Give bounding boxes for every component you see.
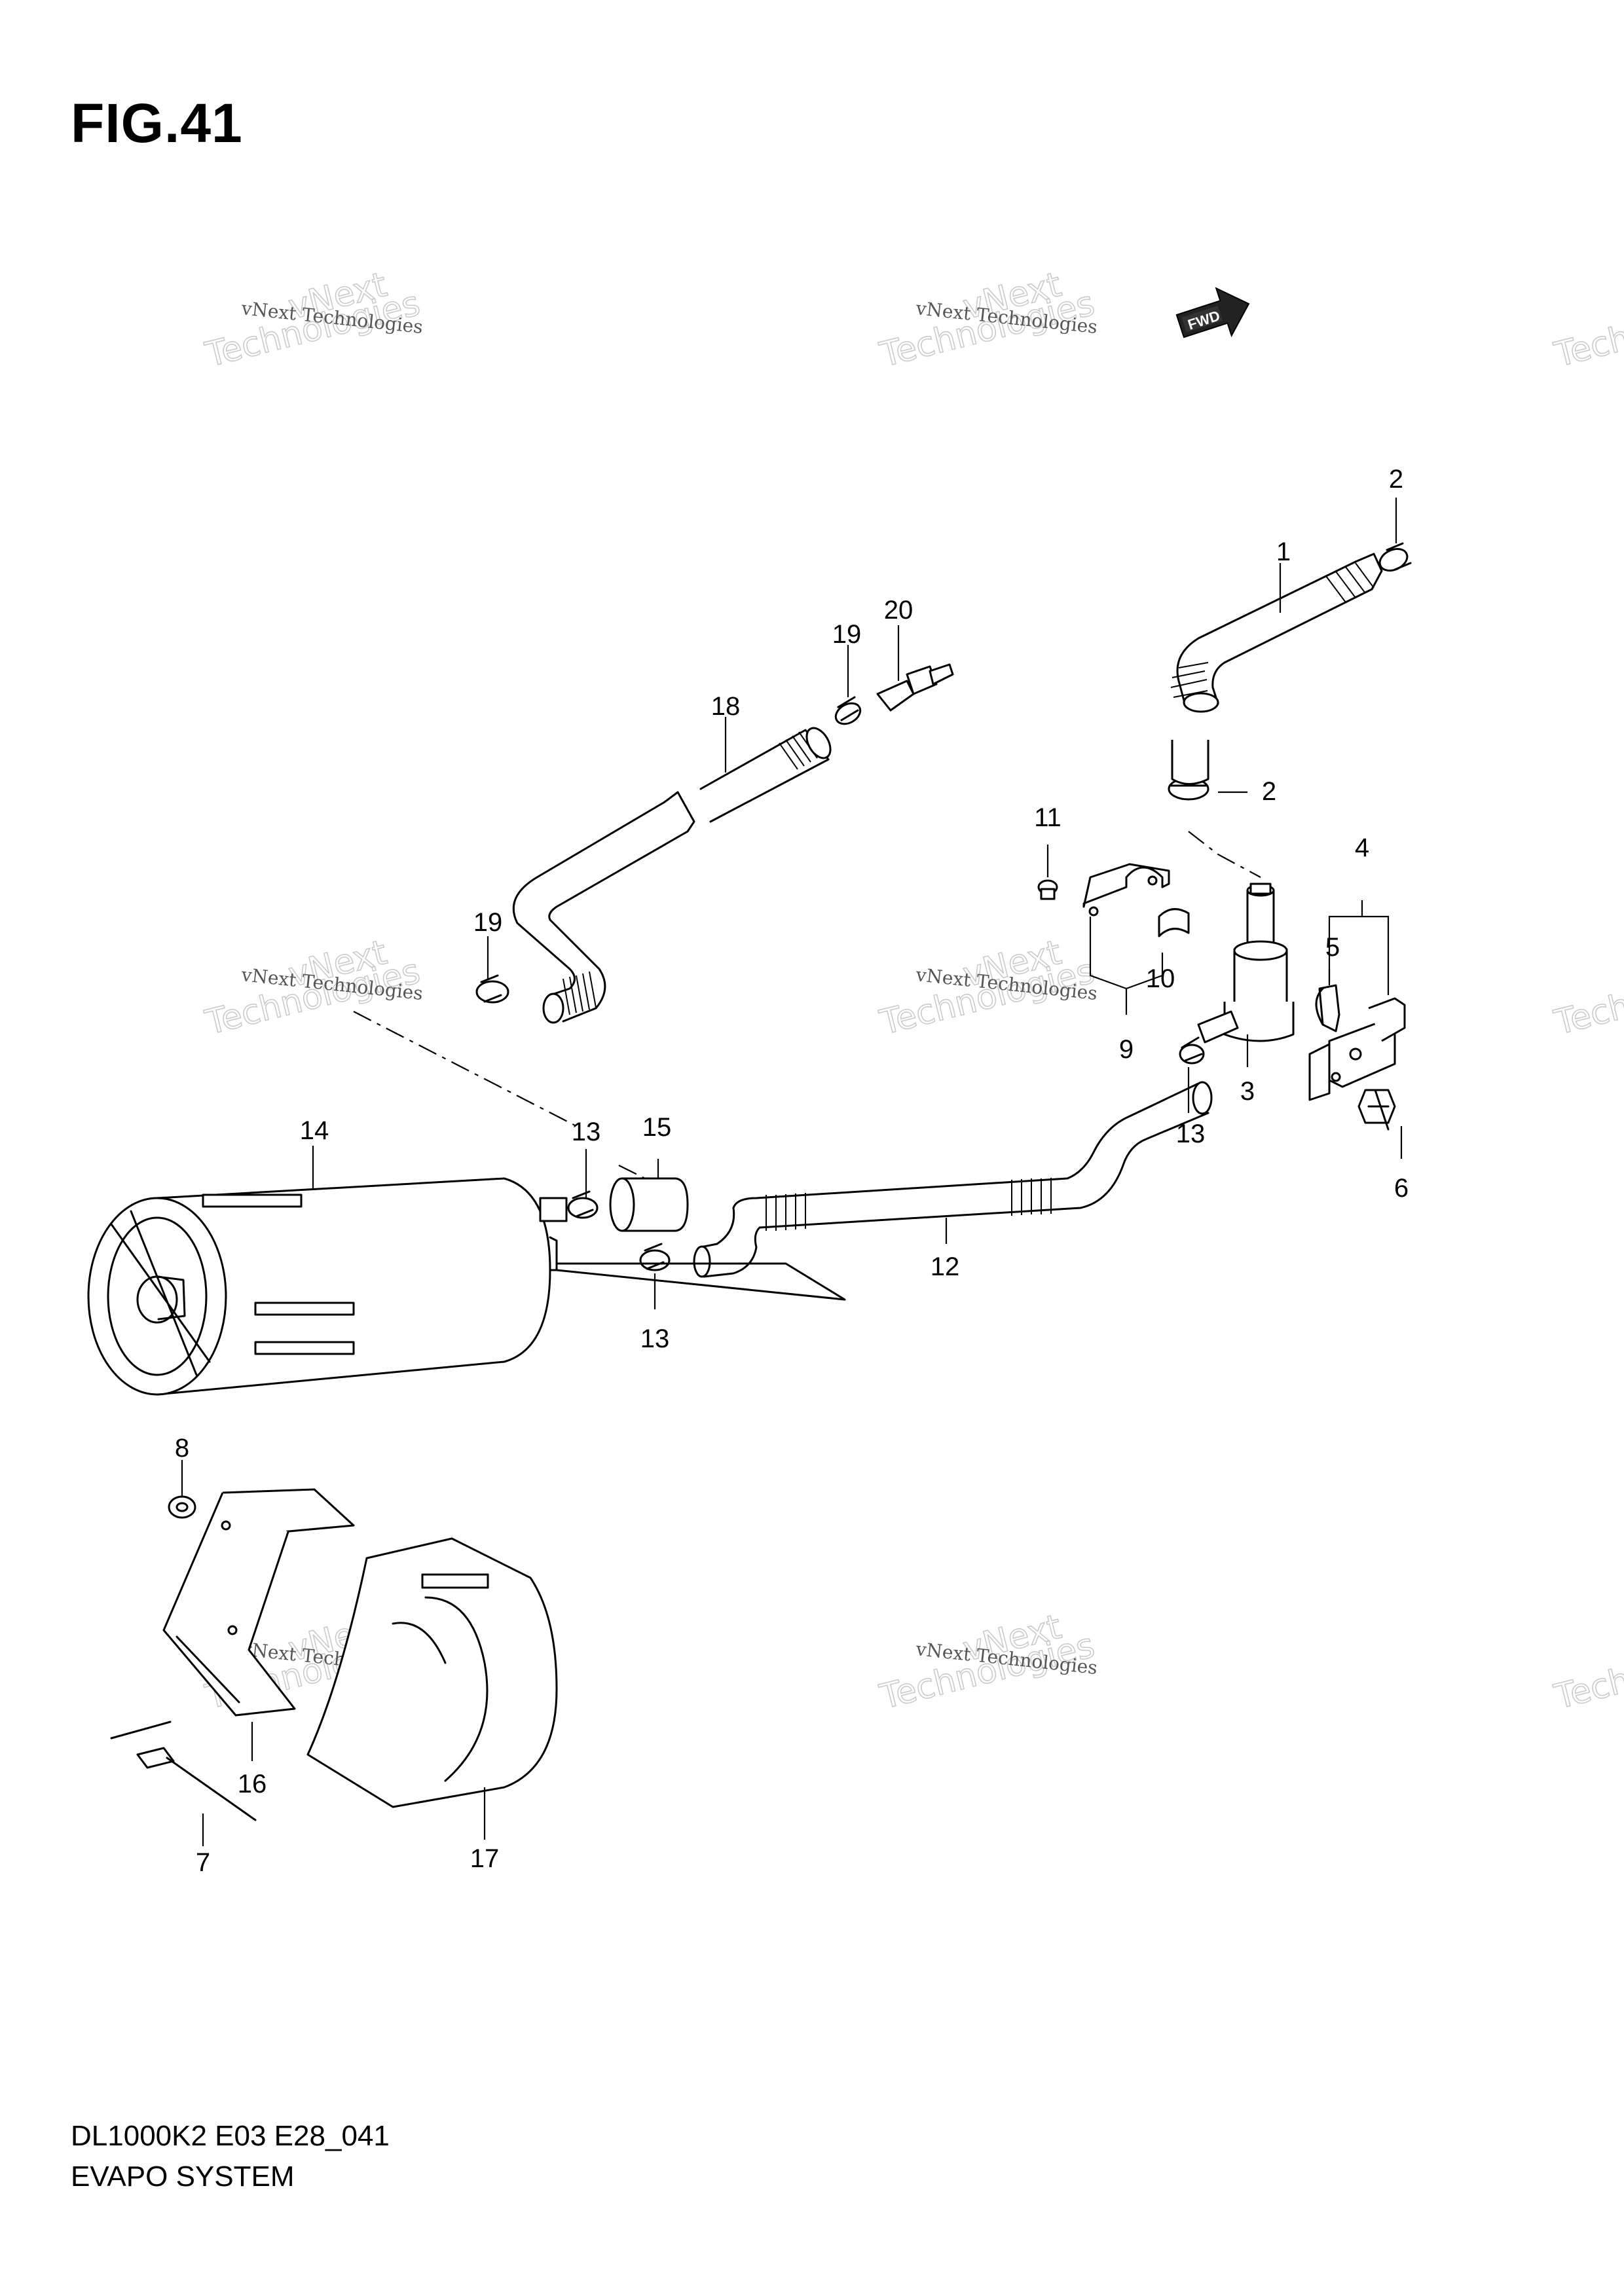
callout-19-upper: 19 <box>832 620 862 649</box>
callout-7: 7 <box>196 1848 210 1877</box>
fwd-arrow-badge: FWD <box>1175 287 1250 338</box>
watermark-8: Technologies <box>1550 951 1624 1044</box>
svg-text:Technologies: Technologies <box>1551 952 1624 1043</box>
callout-18: 18 <box>711 692 741 721</box>
callout-17: 17 <box>470 1844 500 1873</box>
callout-1: 1 <box>1276 538 1291 566</box>
part-labels: 1 2 2 3 4 5 6 7 8 9 10 11 12 13 13 13 14… <box>175 465 1409 1877</box>
callout-2-upper: 2 <box>1389 465 1403 494</box>
part-7-rivet <box>110 1721 257 1821</box>
callout-11: 11 <box>1034 803 1061 832</box>
part-19-clamp-upper <box>834 696 862 725</box>
callout-15: 15 <box>642 1113 672 1142</box>
part-1-hose <box>1170 553 1383 713</box>
callout-3: 3 <box>1240 1077 1255 1106</box>
part-10-clamp-insert <box>1158 908 1190 938</box>
callout-19-lower: 19 <box>473 908 503 937</box>
callout-13-right: 13 <box>1176 1120 1206 1148</box>
part-20-fitting <box>876 663 954 712</box>
part-13-clamp-low <box>639 1243 671 1271</box>
part-4-bracket <box>1308 997 1406 1101</box>
watermark-9: Technologies <box>1550 1626 1624 1718</box>
part-19-clamp-lower <box>475 974 509 1004</box>
part-14-canister <box>87 1177 846 1396</box>
svg-text:Technologies: Technologies <box>1551 1626 1624 1717</box>
part-3-valve <box>1197 883 1295 1044</box>
callout-20: 20 <box>884 596 913 625</box>
part-13-clamp-right <box>1179 1036 1205 1065</box>
callout-10: 10 <box>1146 964 1175 993</box>
part-11-screw <box>1037 879 1058 900</box>
callout-9: 9 <box>1119 1035 1134 1064</box>
part-6-bolt <box>1357 1089 1396 1131</box>
callout-8: 8 <box>175 1434 189 1463</box>
part-15-sleeve <box>609 1165 689 1232</box>
callout-14: 14 <box>300 1116 329 1145</box>
callout-13-mid: 13 <box>572 1118 601 1146</box>
callout-2-lower: 2 <box>1262 777 1276 806</box>
part-17-cover <box>306 1537 558 1808</box>
part-16-bracket <box>162 1488 355 1717</box>
part-18-hose <box>512 727 832 1024</box>
part-5-clip <box>1315 984 1340 1032</box>
callout-6: 6 <box>1394 1174 1409 1203</box>
part-9-clamp <box>1082 863 1170 917</box>
callout-13-low: 13 <box>640 1324 670 1353</box>
watermark-group: Technologies vNext vNext Technologies Te… <box>201 264 1624 1718</box>
part-13-clamp-mid <box>567 1190 599 1219</box>
leader-lines <box>181 498 1403 1846</box>
svg-text:Technologies: Technologies <box>1551 284 1624 375</box>
callout-5: 5 <box>1325 933 1340 962</box>
callout-4: 4 <box>1355 833 1369 862</box>
watermark-7: Technologies <box>1550 283 1624 376</box>
figure-title: FIG.41 <box>71 92 243 154</box>
part-8-washer <box>168 1495 196 1519</box>
part-12-hose <box>693 1081 1213 1278</box>
figure-code: DL1000K2 E03 E28_041 <box>71 2120 390 2152</box>
figure-name: EVAPO SYSTEM <box>71 2160 295 2193</box>
part-2-clamp-upper <box>1378 542 1412 572</box>
callout-16: 16 <box>238 1770 267 1798</box>
callout-12: 12 <box>931 1252 960 1281</box>
